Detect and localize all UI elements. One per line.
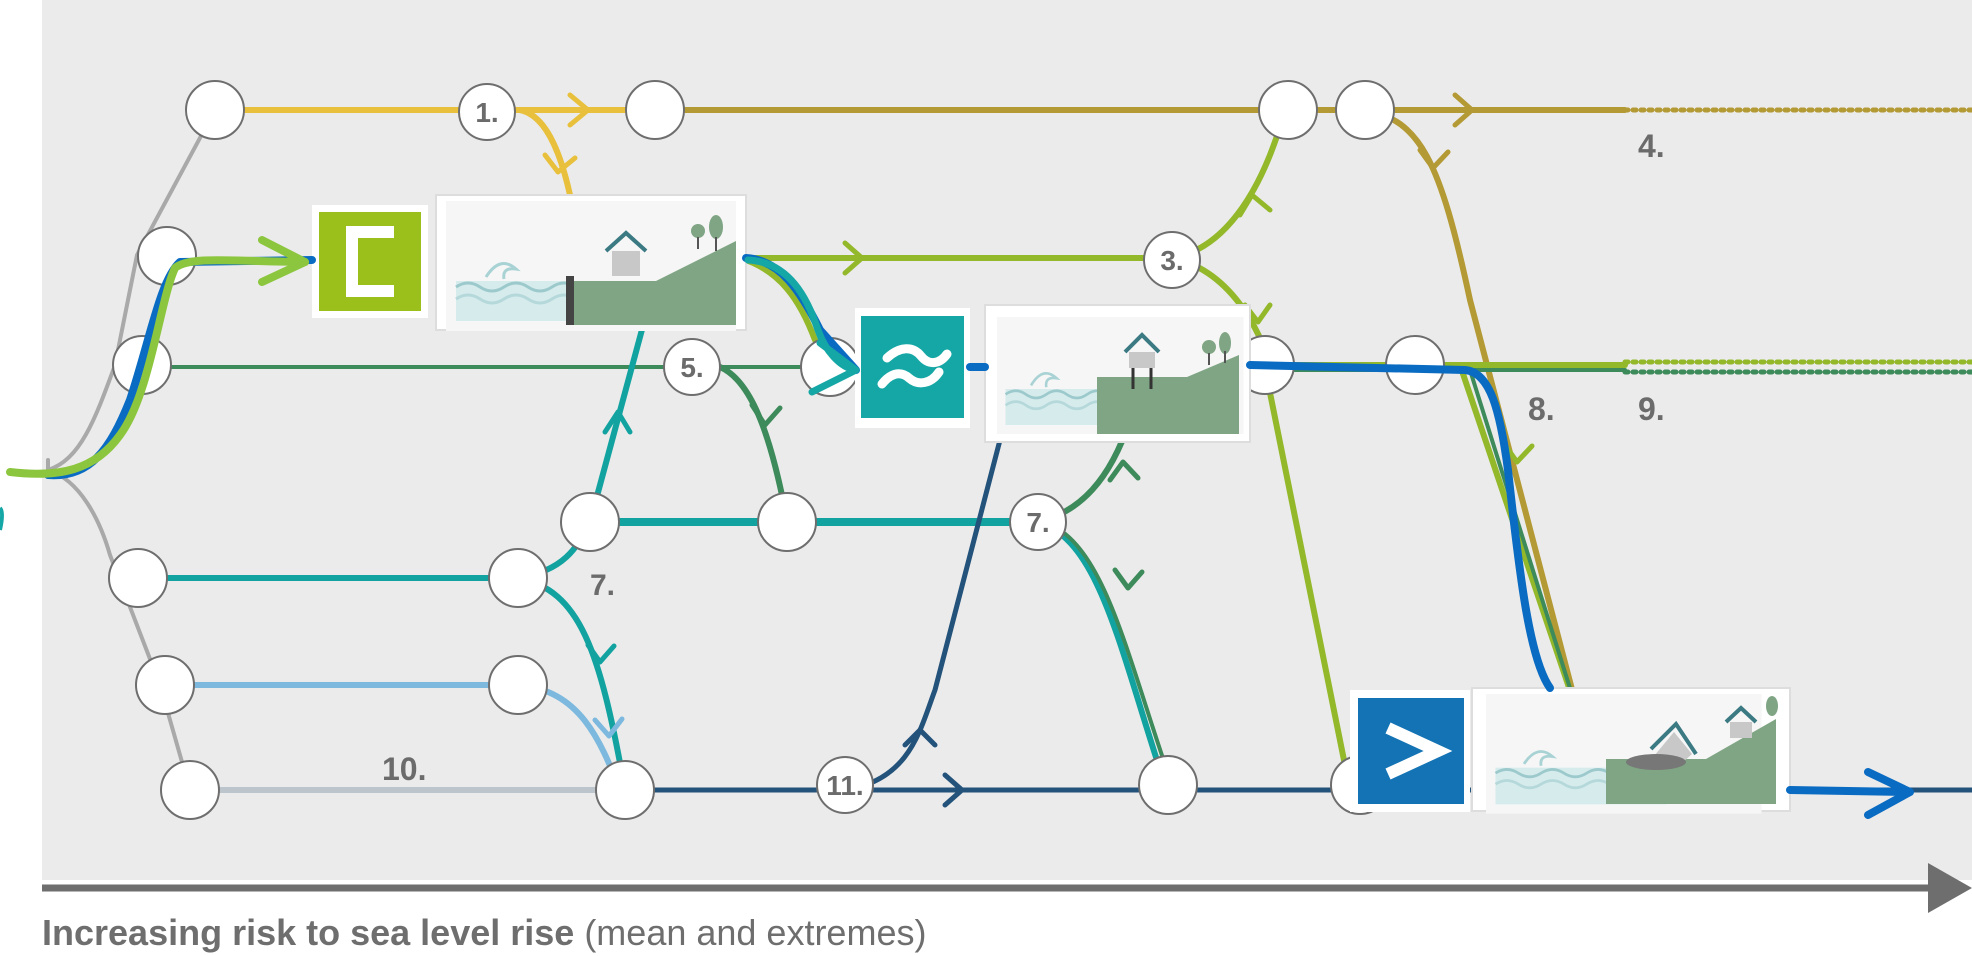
path-labels: 4. 7. 8. 9. 10. <box>382 128 1665 787</box>
node <box>135 655 195 715</box>
advance-icon <box>1350 690 1470 812</box>
node <box>595 760 655 820</box>
node <box>108 548 168 608</box>
node-label: 5. <box>680 352 703 383</box>
node <box>488 548 548 608</box>
numbered-node-3: 3. <box>1143 231 1201 289</box>
pathway-nodes <box>108 80 1445 820</box>
numbered-node-7: 7. <box>1009 493 1067 551</box>
path-label-10: 10. <box>382 751 426 787</box>
path-label-7: 7. <box>590 569 615 602</box>
numbered-nodes: 1. 3. 5. 7. 11. <box>458 83 1201 814</box>
pathway-lines <box>46 107 1972 793</box>
node <box>1335 80 1395 140</box>
node-label: 3. <box>1160 245 1183 276</box>
numbered-node-1: 1. <box>458 83 516 141</box>
node <box>160 760 220 820</box>
protect-scene <box>435 194 747 333</box>
accommodate-scene <box>984 304 1251 443</box>
risk-axis: Increasing risk to sea level rise (mean … <box>42 863 1972 953</box>
cropped-marker <box>0 506 4 531</box>
node <box>185 80 245 140</box>
direction-arrows <box>542 92 1535 808</box>
path-label-4: 4. <box>1638 128 1665 164</box>
node <box>488 655 548 715</box>
axis-label-bold: Increasing risk to sea level rise <box>42 912 574 953</box>
axis-label: Increasing risk to sea level rise (mean … <box>42 912 926 953</box>
numbered-node-11: 11. <box>816 756 874 814</box>
axis-label-note: (mean and extremes) <box>574 912 926 953</box>
path-label-9: 9. <box>1638 391 1665 427</box>
node <box>757 492 817 552</box>
highlighted-route <box>6 236 1914 819</box>
node <box>625 80 685 140</box>
retreat-scene <box>1471 687 1791 816</box>
node-label: 1. <box>475 97 498 128</box>
protect-icon <box>312 205 428 318</box>
accommodate-icon <box>855 308 970 428</box>
numbered-node-5: 5. <box>663 338 721 396</box>
node <box>1138 755 1198 815</box>
node <box>560 492 620 552</box>
node <box>1258 80 1318 140</box>
path-label-8: 8. <box>1528 391 1555 427</box>
node-label: 11. <box>826 770 863 801</box>
node-label: 7. <box>1026 507 1049 538</box>
